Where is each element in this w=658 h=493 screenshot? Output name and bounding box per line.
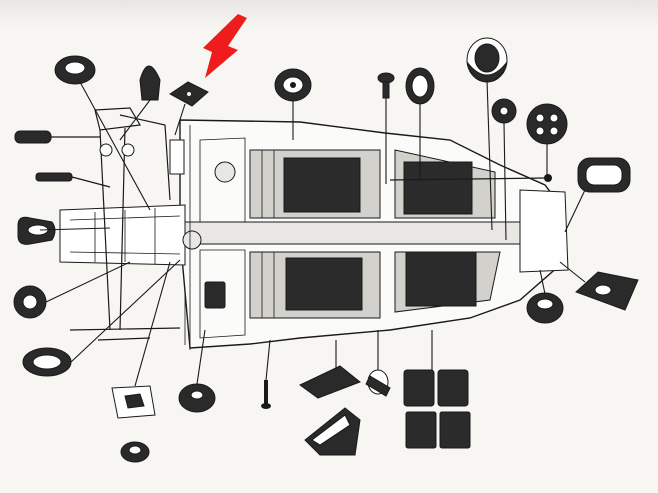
- screw[interactable]: [261, 380, 271, 409]
- rear-grommet[interactable]: [526, 292, 564, 324]
- large-grommet-ring[interactable]: [274, 68, 312, 102]
- angled-plate[interactable]: [299, 365, 361, 399]
- floor-mats-set[interactable]: [403, 369, 471, 449]
- small-round-plug[interactable]: [491, 98, 517, 124]
- mushroom-stud[interactable]: [377, 72, 395, 99]
- red-arrow-icon: [203, 14, 247, 78]
- bump-stop[interactable]: [111, 385, 156, 419]
- floor-pan: [59, 119, 569, 350]
- wire-clip[interactable]: [17, 216, 56, 245]
- oval-ring-seal[interactable]: [22, 347, 72, 377]
- ring-seal[interactable]: [405, 67, 435, 105]
- highlighted-pad-part[interactable]: [169, 81, 209, 107]
- cone-grommet[interactable]: [178, 383, 216, 413]
- cable-sleeve[interactable]: [14, 130, 100, 144]
- rectangular-gasket[interactable]: [577, 157, 631, 193]
- bottom-grommet[interactable]: [120, 441, 150, 463]
- spool-grommet[interactable]: [13, 285, 47, 319]
- leader-lines: [39, 79, 586, 387]
- boot-seal-top[interactable]: [466, 37, 508, 83]
- mount-bracket[interactable]: [575, 271, 639, 311]
- cylinder-plug[interactable]: [365, 369, 391, 397]
- grommet-top-left[interactable]: [54, 55, 96, 85]
- pin-grommet[interactable]: [35, 172, 111, 188]
- wedge-block[interactable]: [304, 407, 361, 456]
- rubber-plug-bullet[interactable]: [139, 65, 161, 101]
- four-hole-flange[interactable]: [526, 103, 568, 145]
